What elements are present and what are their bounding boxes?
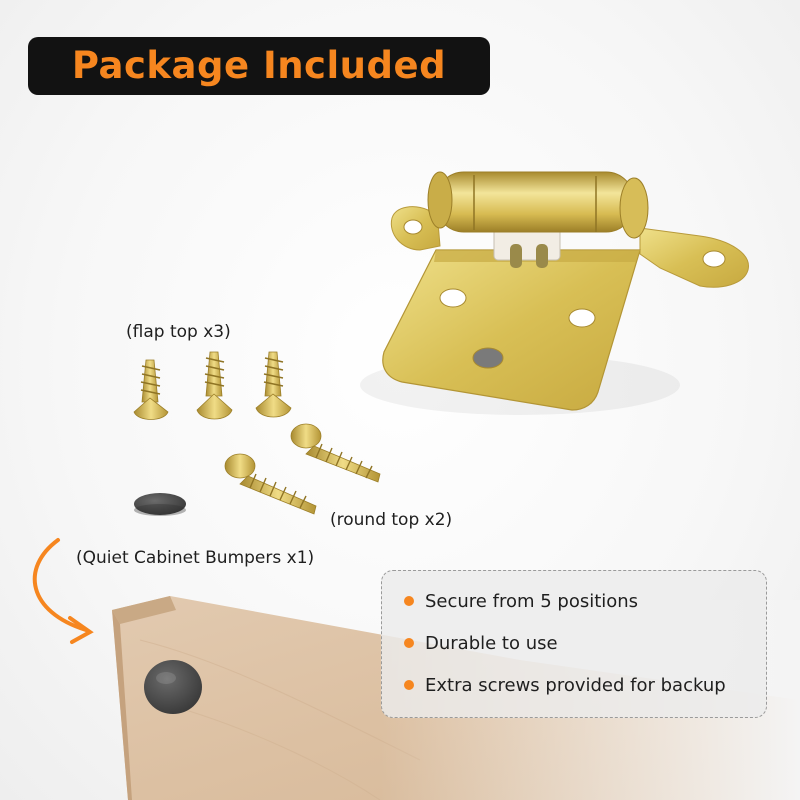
flap-screw-2 (196, 351, 233, 420)
round-screw-1 (224, 453, 317, 515)
features-box: Secure from 5 positions Durable to use E… (381, 570, 767, 718)
flap-screw-1 (133, 359, 169, 420)
round-screws-label: (round top x2) (330, 510, 453, 530)
bullet-dot-icon (404, 596, 414, 606)
feature-text: Extra screws provided for backup (425, 674, 726, 696)
flap-screws-label: (flap top x3) (126, 322, 231, 342)
bumper-on-wood (144, 660, 202, 714)
feature-item: Durable to use (404, 631, 558, 655)
bullet-dot-icon (404, 680, 414, 690)
flap-screw-3 (255, 351, 292, 418)
feature-item: Secure from 5 positions (404, 589, 638, 613)
title-banner: Package Included (28, 37, 490, 95)
loose-bumper (134, 493, 186, 515)
bumper-label: (Quiet Cabinet Bumpers x1) (76, 548, 315, 568)
feature-item: Extra screws provided for backup (404, 673, 726, 697)
page-title: Package Included (71, 44, 447, 87)
feature-text: Durable to use (425, 632, 558, 654)
bullet-dot-icon (404, 638, 414, 648)
feature-text: Secure from 5 positions (425, 590, 639, 612)
round-screw-2 (290, 423, 381, 483)
curved-arrow (32, 538, 94, 644)
hinge (382, 171, 749, 411)
